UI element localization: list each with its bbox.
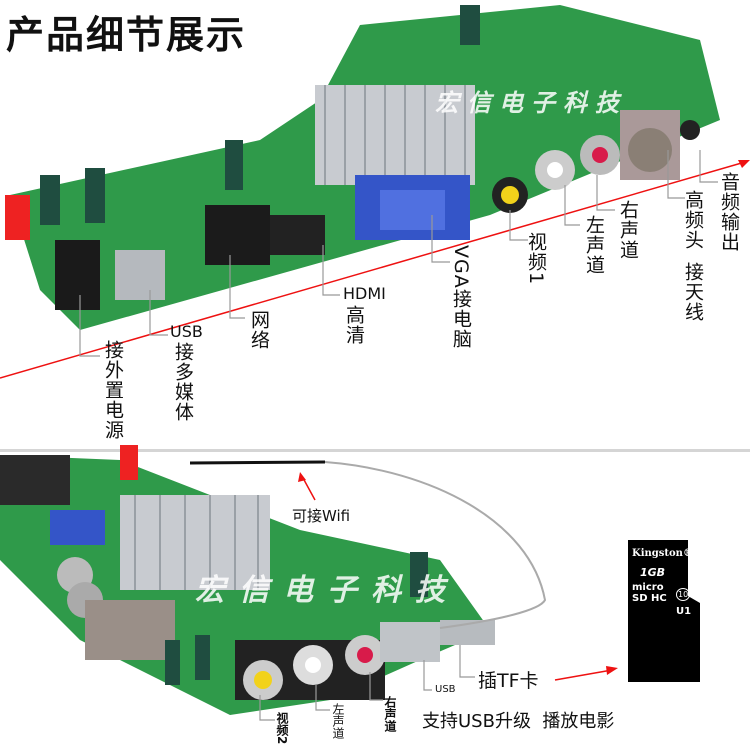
sd-type: micro SD HC — [632, 582, 667, 604]
label-usb: 接多媒体 — [172, 342, 194, 422]
label-power: 接外置电源 — [102, 340, 124, 440]
wifi-antenna-cable — [324, 461, 547, 629]
label-wifi: 可接Wifi — [292, 507, 351, 525]
label-usb-bottom: USB — [435, 684, 456, 695]
label-left-audio-bottom: 左声道 — [331, 703, 345, 739]
red-arrow-line — [0, 161, 746, 379]
label-right-audio-bottom: 右声道 — [383, 696, 397, 732]
label-left-audio: 左声道 — [583, 215, 605, 275]
divider — [0, 449, 750, 452]
hdmi-port — [270, 215, 325, 255]
leader-lines — [79, 150, 718, 357]
usb-port-bottom — [380, 622, 440, 662]
heatsink-bottom — [120, 495, 270, 590]
power-jack — [55, 240, 100, 310]
label-hdmi: 高清 — [343, 305, 365, 345]
label-network: 网络 — [248, 310, 270, 350]
sd-capacity: 1GB — [640, 566, 666, 579]
label-usb-prefix: USB — [170, 322, 203, 341]
label-hdmi-prefix: HDMI — [343, 284, 386, 303]
label-tf-card: 插TF卡 — [478, 670, 539, 692]
label-video2: 视频2 — [275, 712, 289, 745]
label-vga: VGA接电脑 — [450, 245, 472, 349]
watermark-bottom: 宏信电子科技 — [195, 573, 459, 608]
heatsink — [315, 85, 475, 185]
ethernet-port — [205, 205, 270, 265]
label-audio-out: 音频输出 — [718, 172, 740, 252]
label-video1: 视频1 — [525, 232, 547, 286]
page-title: 产品细节展示 — [6, 13, 247, 57]
usb-port — [115, 250, 165, 300]
label-right-audio: 右声道 — [617, 200, 639, 260]
label-antenna: 接天线 — [682, 262, 704, 322]
label-usb-upgrade: 支持USB升级 播放电影 — [422, 711, 615, 732]
sd-brand: Kingston® — [632, 548, 693, 559]
main-board-bottom — [0, 445, 547, 715]
sd-class: 10 — [676, 588, 691, 601]
sd-uhs: U1 — [676, 606, 692, 617]
watermark-top: 宏信电子科技 — [435, 88, 627, 117]
label-tuner: 高频头 — [682, 190, 704, 250]
main-board-top — [5, 5, 720, 330]
tf-card-image — [628, 540, 700, 682]
